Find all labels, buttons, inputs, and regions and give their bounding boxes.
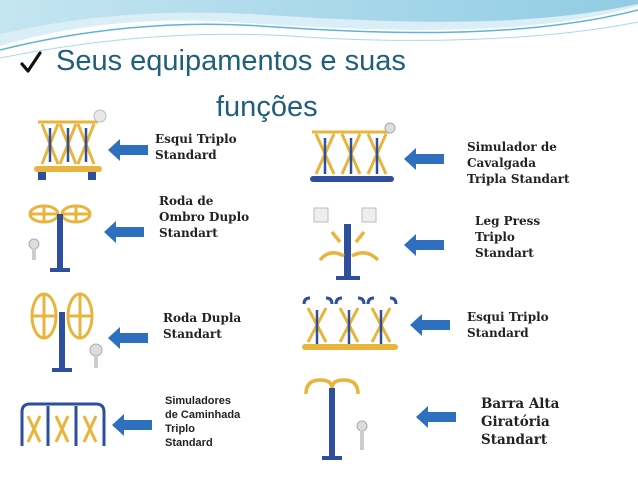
leg-press-icon (313, 207, 380, 280)
arrow-left-icon (108, 139, 148, 161)
high-bar-icon (304, 378, 368, 460)
equipment-label: Roda de Ombro Duplo Standart (159, 194, 250, 240)
double-wheel-icon (30, 292, 103, 372)
checkmark-icon (20, 51, 42, 73)
equipment-label: Esqui Triplo Standard (467, 310, 549, 340)
arrow-left-icon (404, 148, 444, 170)
equipment-label: Leg Press Triplo Standart (475, 214, 541, 260)
arrow-left-icon (404, 234, 444, 256)
shoulder-wheel-icon (28, 204, 92, 272)
equipment-label: Roda Dupla Standart (163, 311, 242, 341)
arrow-left-icon (416, 406, 456, 428)
title-line-2: funções (216, 91, 318, 123)
equipment-label: Simulador de Cavalgada Tripla Standart (467, 140, 570, 186)
arrow-left-icon (104, 221, 144, 243)
equipment-label: Simuladores de Caminhada Triplo Standard (165, 395, 241, 449)
equipment-label: Esqui Triplo Standard (155, 132, 237, 162)
arrow-left-icon (410, 314, 450, 336)
title-line-1: Seus equipamentos e suas (56, 45, 406, 77)
walking-simulator-icon (20, 402, 106, 446)
arrow-left-icon (108, 327, 148, 349)
ski-triple-machine-icon (34, 109, 107, 180)
arrow-left-icon (112, 414, 152, 436)
riding-simulator-icon (310, 122, 396, 182)
equipment-label: Barra Alta Giratória Standart (481, 396, 560, 448)
header-wave-decoration (0, 0, 638, 59)
ski-triple-machine-icon (302, 296, 398, 350)
